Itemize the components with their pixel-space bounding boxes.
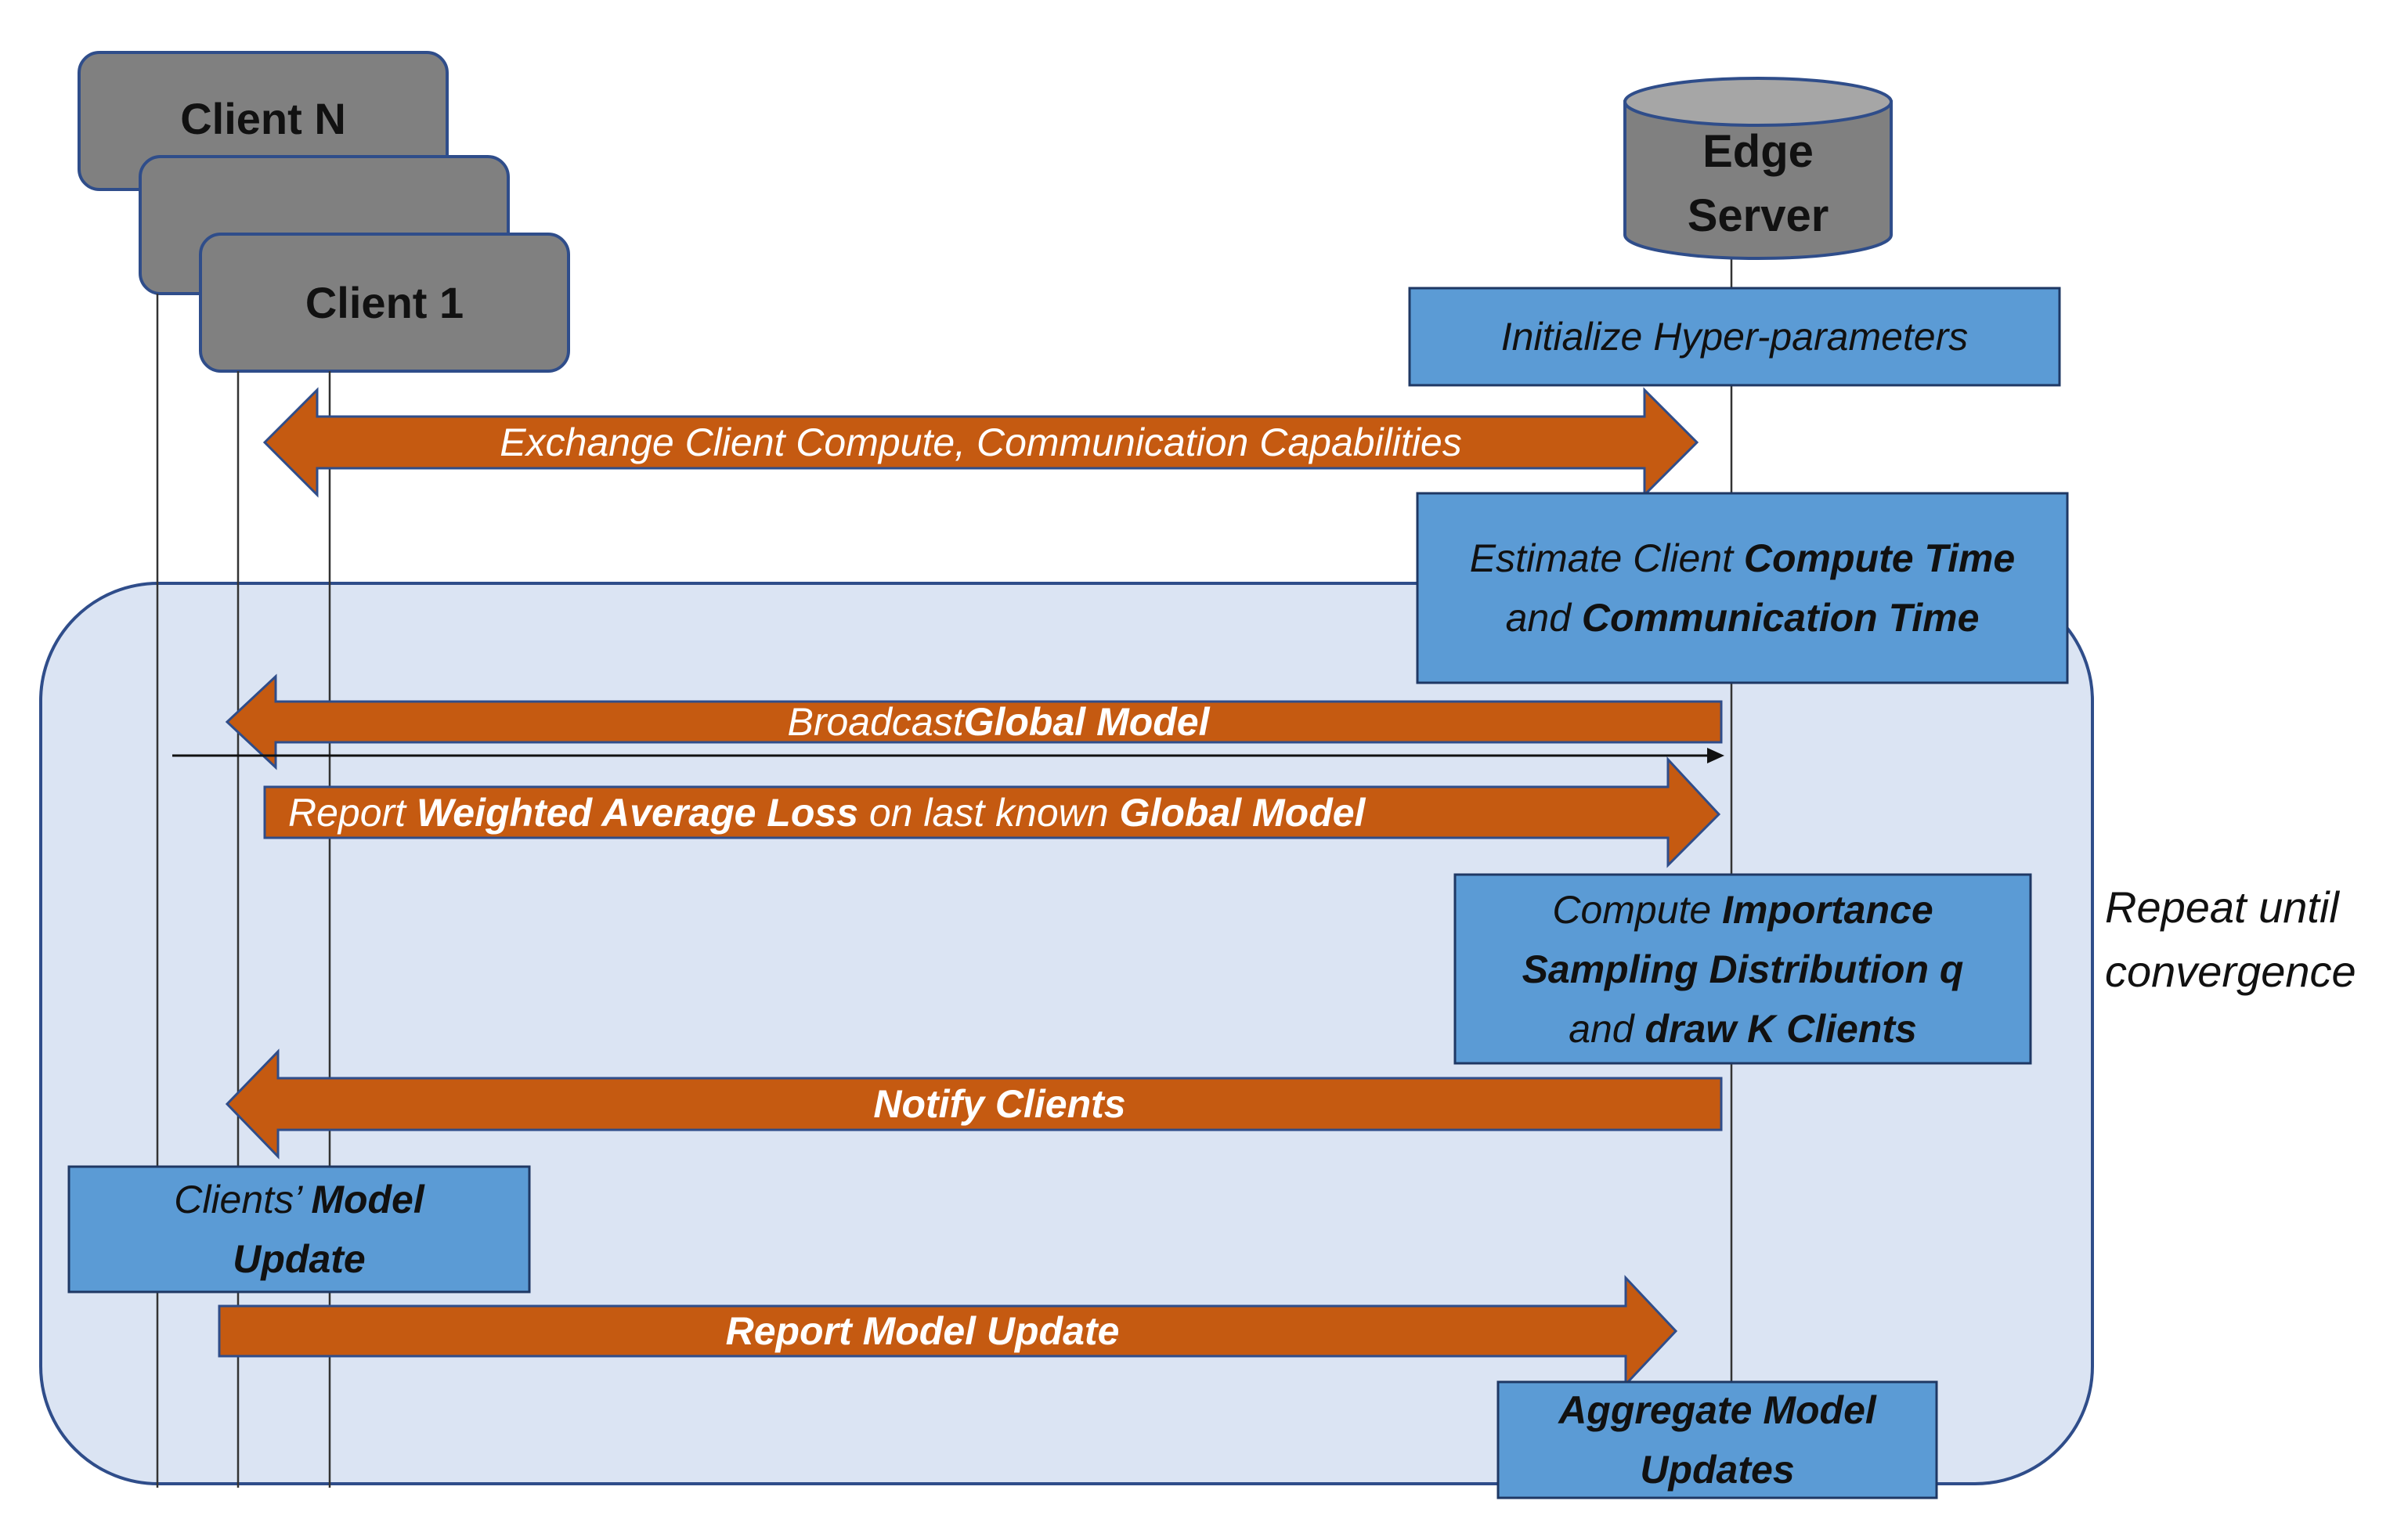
edge-server-line1: Edge <box>1702 126 1814 177</box>
report-model-update-arrow <box>218 1275 1678 1387</box>
aggregate-text-b: Updates <box>1640 1448 1795 1492</box>
report-update-text: Report Model Update <box>725 1309 1120 1353</box>
compute-is-text-e: draw K Clients <box>1644 1006 1917 1051</box>
report-loss-label: Report Weighted Average Loss on last kno… <box>265 787 1666 838</box>
edge-server-line2: Server <box>1687 190 1829 241</box>
compute-is-text-b: Importance <box>1722 887 1933 932</box>
notify-clients-arrow <box>225 1048 1723 1160</box>
estimate-text-c: and <box>1505 596 1582 640</box>
client-n-label: Client N <box>180 94 346 143</box>
aggregate-updates-label: Aggregate Model Updates <box>1498 1382 1937 1498</box>
compute-importance-sampling-box[interactable] <box>1453 873 2032 1065</box>
model-update-text-c: Update <box>233 1237 366 1281</box>
edge-server-icon[interactable] <box>1623 77 1893 260</box>
broadcast-global-model-label: Broadcast Global Model <box>276 700 1721 744</box>
initialize-text: Initialize Hyper-parameters <box>1500 315 1969 359</box>
aggregate-updates-box[interactable] <box>1496 1380 1938 1499</box>
initialize-hyperparameters-label: Initialize Hyper-parameters <box>1410 288 2060 385</box>
estimate-times-label: Estimate Client Compute Time and Communi… <box>1417 493 2067 683</box>
broadcast-message-arrowhead <box>1707 748 1724 763</box>
compute-is-text-d: and <box>1569 1006 1645 1051</box>
aggregate-text-a: Aggregate Model <box>1558 1388 1876 1432</box>
client-1-label: Client 1 <box>305 278 464 327</box>
model-update-text-a: Clients’ <box>174 1178 312 1221</box>
report-loss-text-c: on last known <box>858 790 1120 835</box>
compute-is-text-c: Sampling Distribution q <box>1522 947 1964 991</box>
report-loss-arrow <box>263 756 1721 868</box>
clients-model-update-box[interactable] <box>67 1165 531 1293</box>
exchange-capabilities-label: Exchange Client Compute, Communication C… <box>317 417 1644 468</box>
compute-is-text-a: Compute <box>1552 887 1723 932</box>
broadcast-text-a: Broadcast <box>787 700 964 744</box>
client-1-card[interactable] <box>199 233 570 373</box>
report-loss-text-b: Weighted Average Loss <box>416 790 859 835</box>
notify-text: Notify Clients <box>873 1082 1126 1126</box>
repeat-line2: convergence <box>2105 947 2356 996</box>
exchange-capabilities-arrow <box>262 387 1699 498</box>
estimate-text-b: Compute Time <box>1743 536 2016 580</box>
estimate-text-a: Estimate Client <box>1469 536 1744 580</box>
exchange-text: Exchange Client Compute, Communication C… <box>500 420 1462 464</box>
estimate-times-box[interactable] <box>1416 492 2069 684</box>
compute-importance-sampling-label: Compute Importance Sampling Distribution… <box>1455 875 2031 1063</box>
report-loss-text-a: Report <box>288 790 417 835</box>
initialize-hyperparameters-box[interactable] <box>1408 287 2061 387</box>
report-loss-text-d: Global Model <box>1119 790 1366 835</box>
broadcast-text-b: Global Model <box>963 700 1210 744</box>
client-middle-label <box>140 157 508 235</box>
broadcast-global-model-arrow <box>225 673 1723 770</box>
clients-model-update-label: Clients’ Model Update <box>69 1167 529 1292</box>
edge-server-label: Edge Server <box>1625 117 1891 251</box>
repeat-line1: Repeat until <box>2105 882 2339 932</box>
repeat-until-convergence-label: Repeat until convergence <box>2105 875 2403 1004</box>
estimate-text-d: Communication Time <box>1581 596 1980 640</box>
report-model-update-label: Report Model Update <box>219 1306 1626 1356</box>
model-update-text-b: Model <box>311 1178 424 1221</box>
notify-clients-label: Notify Clients <box>278 1078 1721 1130</box>
